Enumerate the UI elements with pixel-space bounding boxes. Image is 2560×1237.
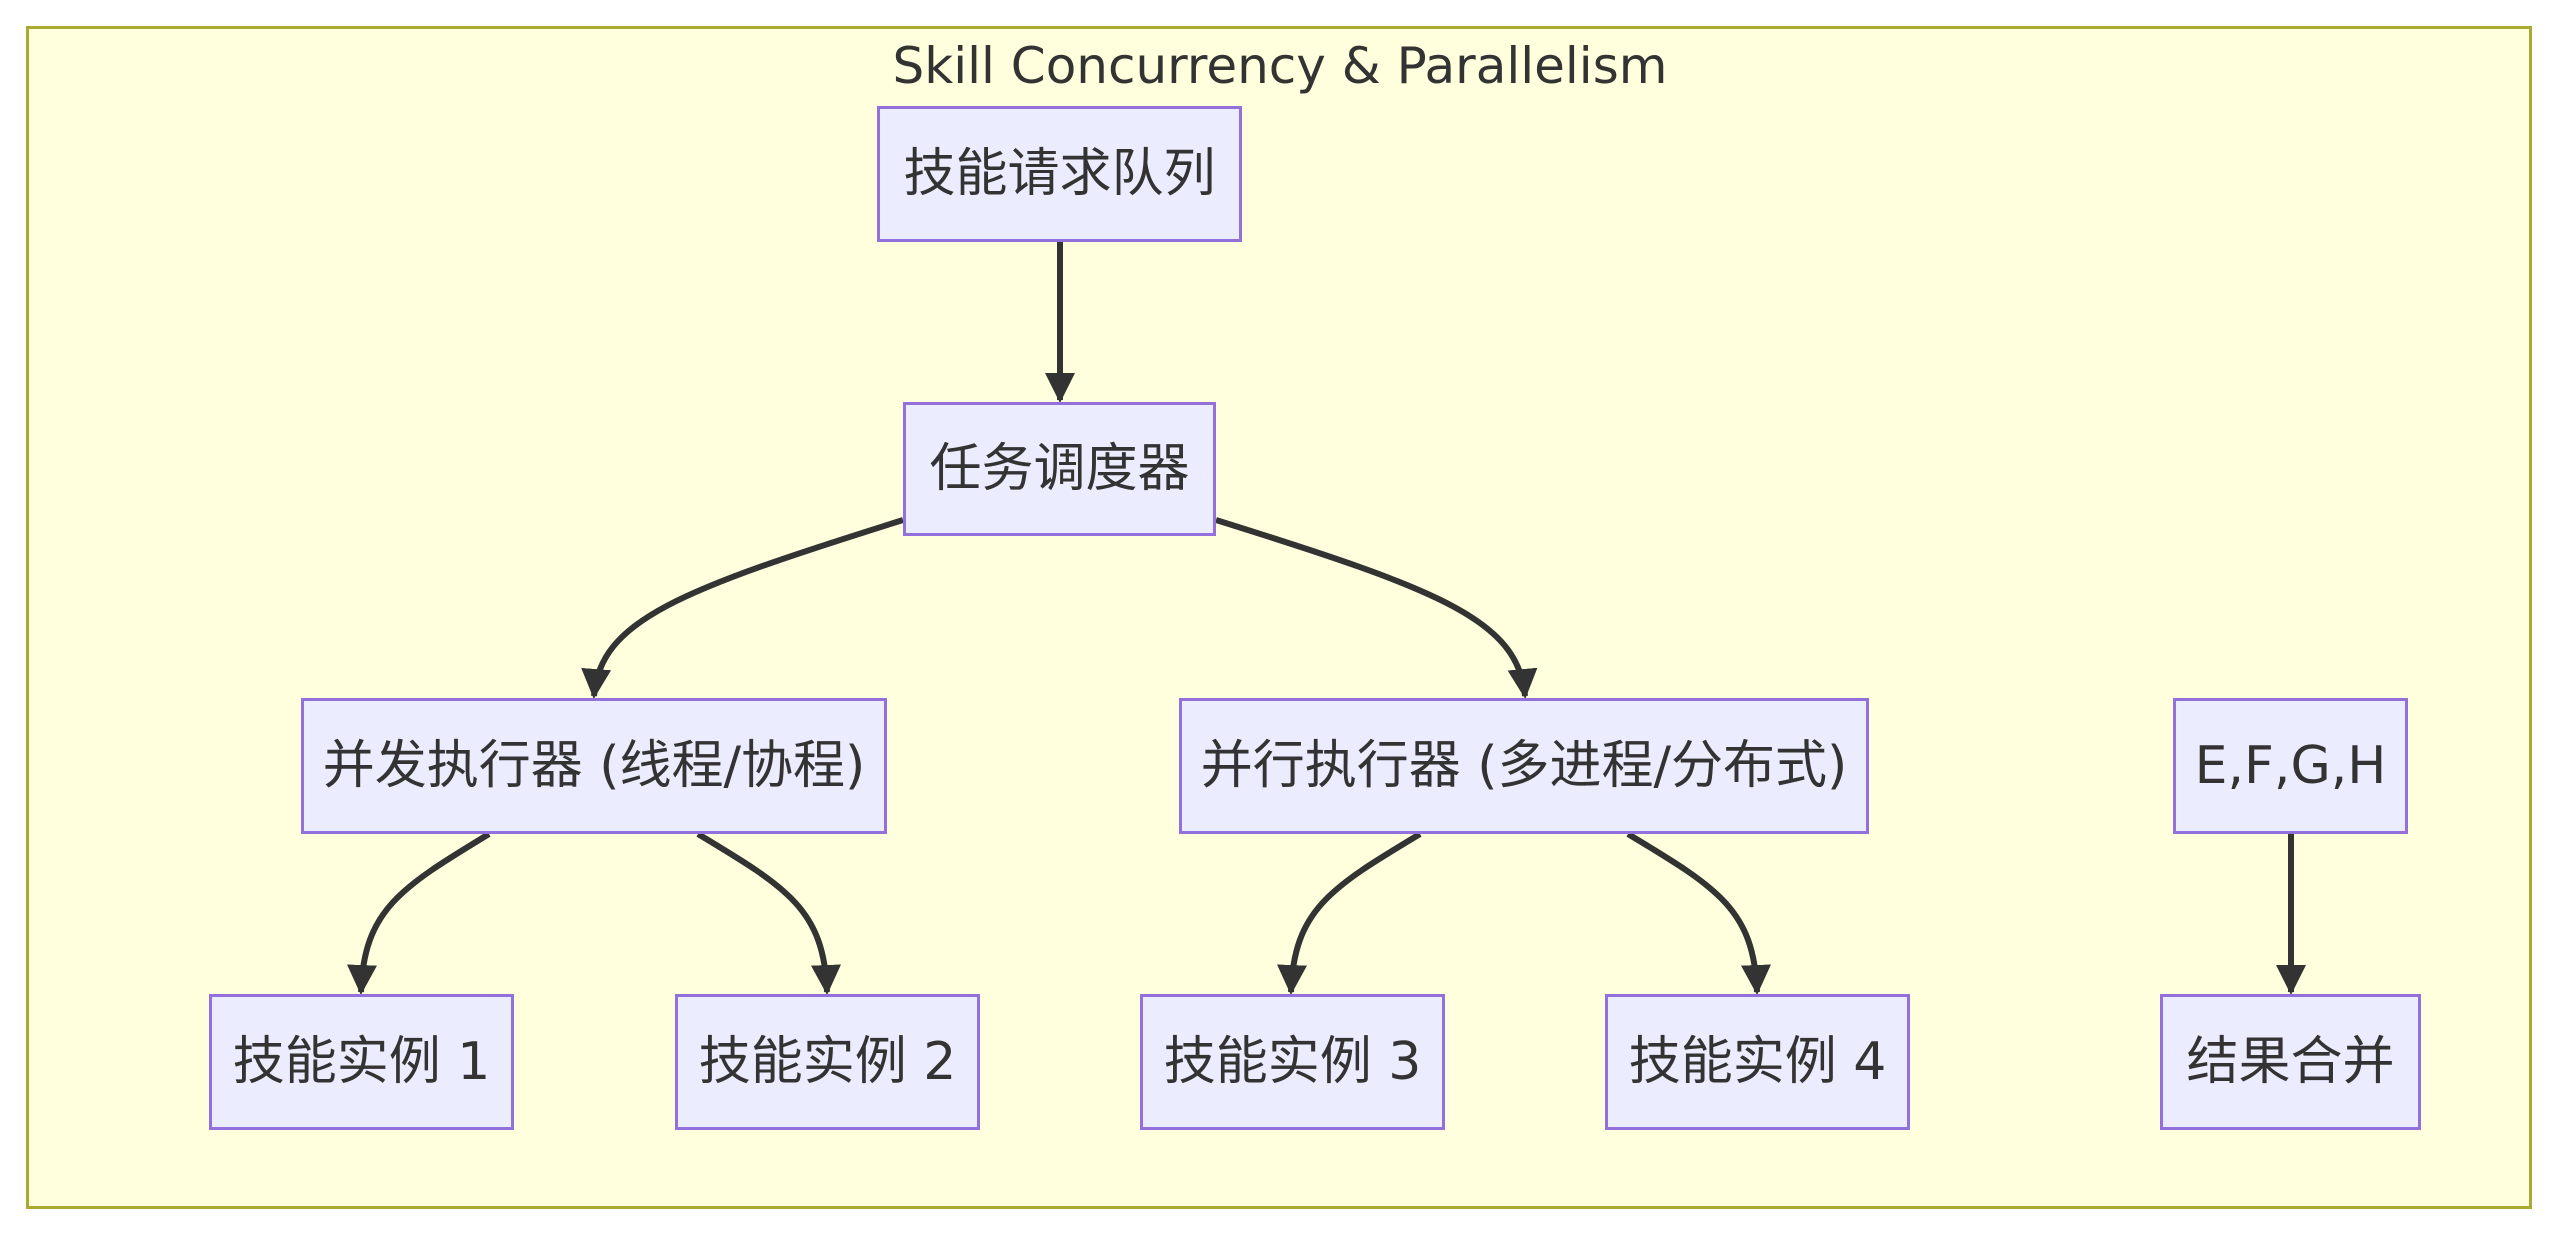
node-efgh: E,F,G,H — [2173, 698, 2408, 834]
edge-scheduler-parallel — [1215, 517, 1538, 699]
edge-parallel-skill3 — [1277, 831, 1422, 995]
node-concurrent-executor: 并发执行器 (线程/协程) — [301, 698, 887, 834]
edge-parallel-skill4 — [1626, 831, 1771, 995]
cluster-title: Skill Concurrency & Parallelism — [892, 37, 1668, 95]
node-skill-instance-3: 技能实例 3 — [1140, 994, 1445, 1130]
node-skill-instance-4: 技能实例 4 — [1605, 994, 1910, 1130]
edge-concurrent-skill1 — [347, 831, 491, 995]
node-skill-instance-2: 技能实例 2 — [675, 994, 980, 1130]
node-parallel-executor: 并行执行器 (多进程/分布式) — [1179, 698, 1869, 834]
node-task-scheduler: 任务调度器 — [903, 402, 1216, 536]
edge-scheduler-concurrent — [581, 517, 904, 699]
node-skill-instance-1: 技能实例 1 — [209, 994, 514, 1130]
node-result-merge: 结果合并 — [2160, 994, 2421, 1130]
node-skill-request-queue: 技能请求队列 — [877, 106, 1242, 242]
edge-concurrent-skill2 — [696, 831, 841, 995]
